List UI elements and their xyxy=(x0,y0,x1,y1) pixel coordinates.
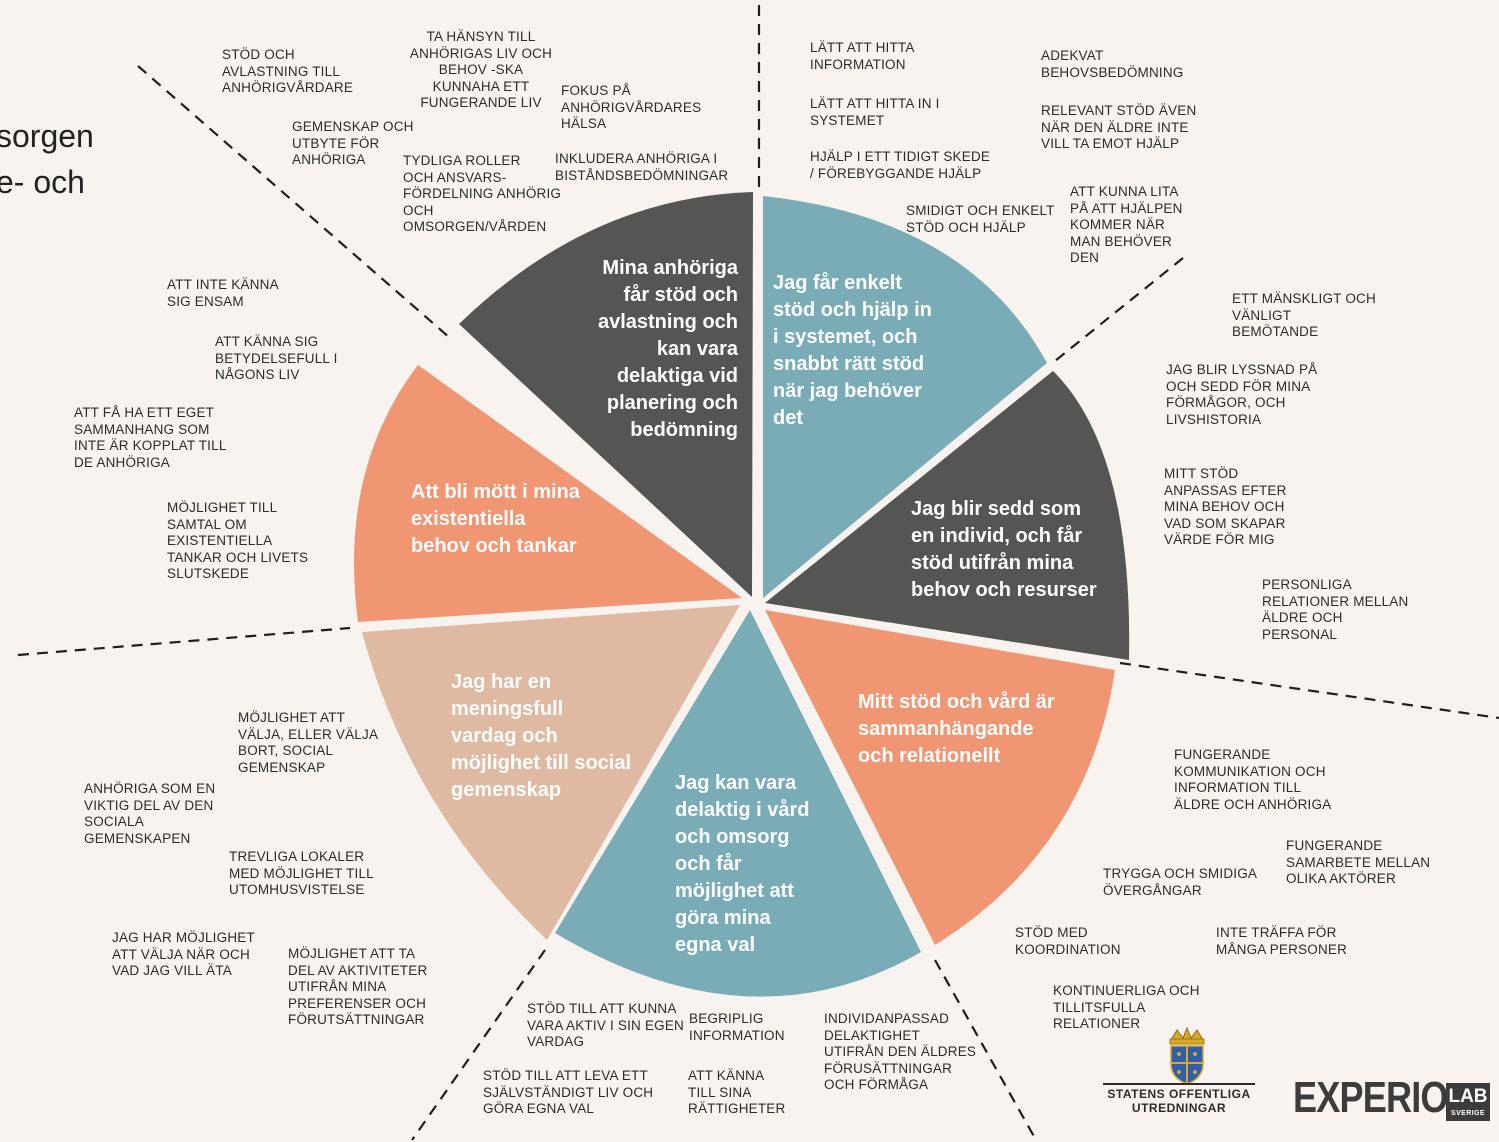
segment-label-sammanhangande: Mitt stöd och vård är sammanhängande och… xyxy=(858,691,1055,767)
note-text: TYDLIGA ROLLER OCH ANSVARS- FÖRDELNING A… xyxy=(403,153,562,234)
segment-label-delaktig: Jag kan vara delaktig i vård och omsorg … xyxy=(675,772,810,956)
note-text: LÄTT ATT HITTA IN I SYSTEMET xyxy=(810,96,940,128)
note-text: ATT FÅ HA ETT EGET SAMMANHANG SOM INTE Ä… xyxy=(74,405,227,470)
segment-sammanhangande xyxy=(765,610,1115,945)
note-text: GEMENSKAP OCH UTBYTE FÖR ANHÖRIGA xyxy=(292,119,414,167)
note-text: STÖD TILL ATT LEVA ETT SJÄLVSTÄNDIGT LIV… xyxy=(483,1068,654,1116)
note-text: LÄTT ATT HITTA INFORMATION xyxy=(810,40,915,72)
note-text: ADEKVAT BEHOVSBEDÖMNING xyxy=(1041,48,1184,80)
note-text: BEGRIPLIG INFORMATION xyxy=(689,1011,785,1043)
experio-logo: EXPERIO xyxy=(1293,1073,1448,1122)
note-text: TREVLIGA LOKALER MED MÖJLIGHET TILL UTOM… xyxy=(229,849,374,897)
segment-delaktig xyxy=(555,610,921,997)
note-text: TRYGGA OCH SMIDIGA ÖVERGÅNGAR xyxy=(1103,866,1258,898)
segment-label-system: Jag får enkelt stöd och hjälp in i syste… xyxy=(773,272,932,429)
note-text: HJÄLP I ETT TIDIGT SKEDE / FÖREBYGGANDE … xyxy=(810,149,991,181)
divider-line xyxy=(1049,257,1184,366)
note-text: SMIDIGT OCH ENKELT STÖD OCH HJÄLP xyxy=(906,203,1055,235)
divider-line xyxy=(411,949,546,1141)
note-text: FUNGERANDE SAMARBETE MELLAN OLIKA AKTÖRE… xyxy=(1286,838,1431,886)
note-text: STÖD OCH AVLASTNING TILL ANHÖRIGVÅRDARE xyxy=(222,47,354,95)
note-text: FUNGERANDE KOMMUNIKATION OCH INFORMATION… xyxy=(1174,747,1332,812)
note-text: INKLUDERA ANHÖRIGA I BISTÅNDSBEDÖMNINGAR xyxy=(555,151,729,183)
note-text: STÖD TILL ATT KUNNA VARA AKTIV I SIN EGE… xyxy=(527,1001,684,1049)
note-text: ATT KÄNNA SIG BETYDELSEFULL I NÅGONS LIV xyxy=(215,334,338,382)
note-text: JAG HAR MÖJLIGHET ATT VÄLJA NÄR OCH VAD … xyxy=(112,930,255,978)
segment-anhoriga xyxy=(459,192,753,597)
note-text: MÖJLIGHET ATT TA DEL AV AKTIVITETER UTIF… xyxy=(288,946,428,1027)
note-text: ATT KÄNNA TILL SINA RÄTTIGHETER xyxy=(688,1068,786,1116)
segment-label-existentiella: Att bli mött i mina existentiella behov … xyxy=(411,481,580,557)
experio-lab-badge: LAB SVERIGE xyxy=(1446,1083,1490,1121)
divider-line xyxy=(17,626,351,657)
segment-individ xyxy=(765,371,1130,660)
segment-label-anhoriga: Mina anhöriga får stöd och avlastning oc… xyxy=(597,257,738,441)
note-text: INDIVIDANPASSAD DELAKTIGHET UTIFRÅN DEN … xyxy=(824,1011,977,1092)
note-text: RELEVANT STÖD ÄVEN NÄR DEN ÄLDRE INTE VI… xyxy=(1041,103,1197,151)
divider-line xyxy=(137,65,451,339)
note-text: MÖJLIGHET ATT VÄLJA, ELLER VÄLJA BORT, S… xyxy=(238,710,379,775)
sou-logo-text: STATENS OFFENTLIGA UTREDNINGAR xyxy=(1107,1086,1251,1115)
divider-line xyxy=(1119,661,1499,720)
note-text: STÖD MED KOORDINATION xyxy=(1015,925,1121,957)
note-text: MITT STÖD ANPASSAS EFTER MINA BEHOV OCH … xyxy=(1164,466,1287,547)
note-text: PERSONLIGA RELATIONER MELLAN ÄLDRE OCH P… xyxy=(1262,577,1409,642)
note-text: ATT KUNNA LITA PÅ ATT HJÄLPEN KOMMER NÄR… xyxy=(1070,184,1183,265)
note-text: MÖJLIGHET TILL SAMTAL OM EXISTENTIELLA T… xyxy=(167,500,309,581)
segment-meningsfull xyxy=(362,605,740,940)
segment-label-individ: Jag blir sedd som en individ, och får st… xyxy=(911,498,1097,601)
segment-system xyxy=(763,196,1047,598)
note-text: JAG BLIR LYSSNAD PÅ OCH SEDD FÖR MINA FÖ… xyxy=(1166,362,1318,427)
lab-text: LAB xyxy=(1448,1086,1488,1107)
crown-icon xyxy=(1169,1026,1205,1085)
page-title: sorgen e- och xyxy=(0,118,94,200)
segment-label-meningsfull: Jag har en meningsfull vardag och möjlig… xyxy=(451,671,632,801)
sverige-text: SVERIGE xyxy=(1451,1110,1485,1117)
note-text: ETT MÄNSKLIGT OCH VÄNLIGT BEMÖTANDE xyxy=(1232,291,1376,339)
note-text: FOKUS PÅ ANHÖRIGVÅRDARES HÄLSA xyxy=(561,83,702,131)
note-text: TA HÄNSYN TILL ANHÖRIGAS LIV OCH BEHOV -… xyxy=(409,29,553,110)
sou-logo: STATENS OFFENTLIGA UTREDNINGAR xyxy=(1093,1083,1265,1115)
note-text: ANHÖRIGA SOM EN VIKTIG DEL AV DEN SOCIAL… xyxy=(84,781,216,846)
note-text: ATT INTE KÄNNA SIG ENSAM xyxy=(167,277,279,309)
divider-line xyxy=(934,959,1037,1141)
note-text: KONTINUERLIGA OCH TILLITSFULLA RELATIONE… xyxy=(1053,983,1200,1031)
note-text: INTE TRÄFFA FÖR MÅNGA PERSONER xyxy=(1216,925,1348,957)
segment-existentiella xyxy=(354,365,742,622)
